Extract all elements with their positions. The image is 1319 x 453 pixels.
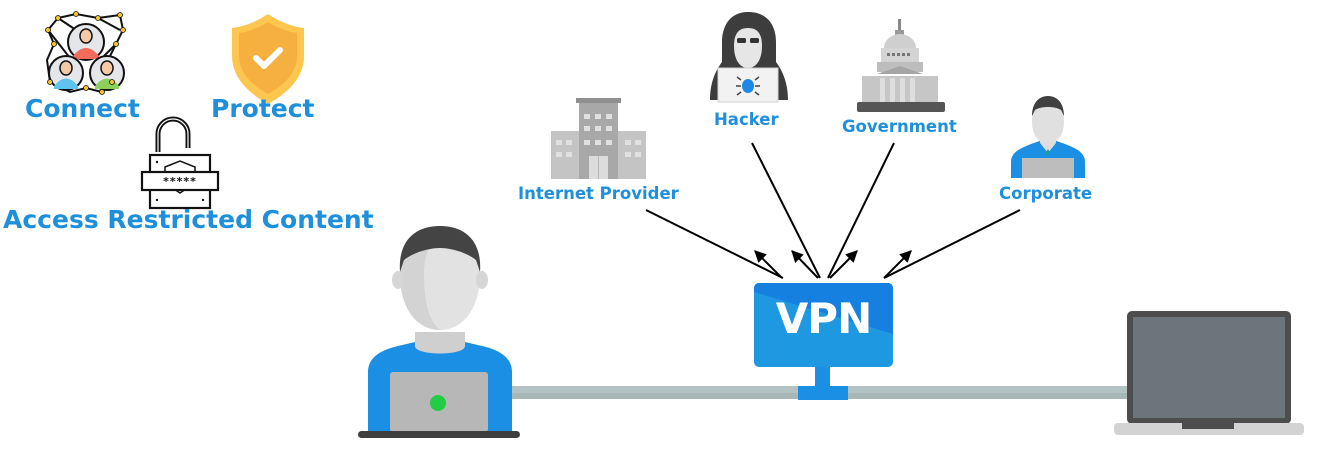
observer-arrows (645, 142, 1021, 279)
businessman-icon (1011, 96, 1085, 178)
observer-label-corporate: Corporate (999, 184, 1093, 203)
vpn-monitor-icon (754, 283, 893, 400)
network-people-icon (45, 11, 126, 95)
deflect-arrow-government (829, 250, 858, 279)
arrow-line-corporate (883, 209, 1021, 279)
observer-label-government: Government (842, 117, 957, 136)
deflect-arrow-hacker (791, 250, 819, 279)
arrow-line-internet-provider (645, 209, 784, 279)
laptop-icon (1114, 311, 1304, 435)
benefit-label-connect: Connect (25, 94, 140, 123)
observer-label-hacker: Hacker (714, 110, 779, 129)
capitol-building-icon (857, 19, 945, 112)
unlocked-padlock-icon: ***** (140, 116, 220, 210)
svg-text:*****: ***** (163, 175, 197, 188)
arrow-line-government (827, 142, 895, 279)
hooded-hacker-icon (710, 12, 788, 103)
arrow-line-hacker (751, 142, 821, 279)
office-building-icon (551, 98, 646, 179)
benefit-label-access-restricted-content: Access Restricted Content (3, 205, 374, 234)
user-with-laptop-icon (358, 226, 520, 438)
shield-check-icon (232, 14, 304, 104)
deflect-arrow-corporate (883, 250, 912, 279)
benefit-label-protect: Protect (211, 94, 315, 123)
vpn-label: VPN (775, 294, 872, 343)
deflect-arrow-internet-provider (754, 250, 783, 279)
observer-label-internet-provider: Internet Provider (518, 184, 679, 203)
